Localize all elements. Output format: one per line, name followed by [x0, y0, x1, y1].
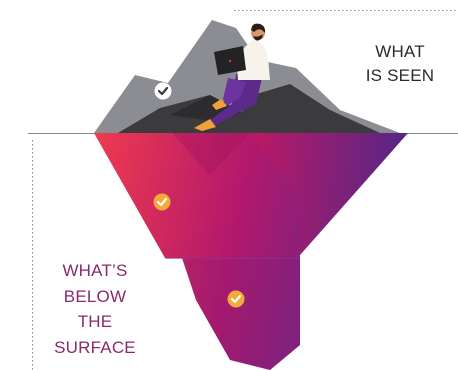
check-badge-lower	[228, 291, 245, 308]
label-line: BELOW	[40, 284, 150, 310]
label-line: IS SEEN	[350, 64, 450, 88]
label-line: WHAT	[350, 40, 450, 64]
label-line: THE	[40, 309, 150, 335]
label-line: WHAT’S	[40, 258, 150, 284]
whats-below-surface-label: WHAT’S BELOW THE SURFACE	[40, 258, 150, 360]
what-is-seen-label: WHAT IS SEEN	[350, 40, 450, 88]
check-badge-visible	[155, 83, 172, 100]
label-line: SURFACE	[40, 335, 150, 361]
check-badge-upper	[154, 194, 171, 211]
